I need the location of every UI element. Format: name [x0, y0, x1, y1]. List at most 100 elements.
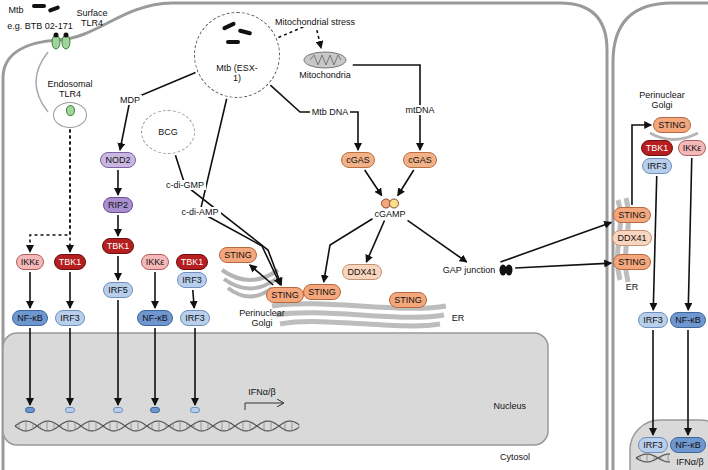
dna-strand [636, 454, 670, 462]
signal-arrow [30, 130, 70, 253]
edge-label: Mtb DNA [310, 107, 351, 117]
gap-junction-icon [499, 264, 513, 276]
node-text: NF-κB [675, 315, 701, 325]
annotation-label: ER [626, 282, 639, 292]
node-text: TBK1 [181, 257, 204, 267]
dna-rung [236, 425, 237, 427]
transcription-factor: IRF3 [65, 407, 75, 413]
signal-arrow [69, 130, 71, 253]
node-text: TBK1 [59, 257, 82, 267]
signal-arrow [687, 330, 689, 435]
dna-rung [201, 421, 202, 431]
dna-rung [138, 421, 139, 431]
er-membrane [280, 322, 440, 326]
node-text: IRF3 [643, 315, 663, 325]
dna-rung [173, 423, 174, 428]
sensor-ellipse: cGAS [403, 152, 437, 168]
sting-dimer: STING [219, 247, 257, 263]
kinase-ellipse: TBK1 [641, 140, 674, 156]
dna-rung [47, 421, 48, 431]
dna-rung [243, 421, 244, 430]
dna-rung [264, 422, 265, 430]
node-text: IKKε [21, 257, 40, 267]
node-text: NF-κB [675, 440, 701, 450]
transcription-factor: IRF3 [55, 310, 85, 326]
transcription-factor: NF-κB [12, 310, 48, 326]
annotation-label: Perinuclear Golgi [234, 308, 290, 328]
signal-arrow [154, 272, 156, 308]
sensor-ellipse: DDX41 [342, 264, 381, 280]
dna-rung [82, 425, 83, 426]
dna-rung [640, 456, 641, 460]
signal-arrow [120, 72, 196, 150]
dna-rung [285, 422, 286, 430]
signal-arrow [652, 330, 654, 435]
connexon [506, 265, 513, 276]
signal-arrow [366, 221, 384, 263]
dna-strand [15, 421, 299, 431]
signal-arrow [408, 220, 467, 262]
signal-arrow [69, 272, 71, 308]
transcription-factor: IRF3 [638, 312, 668, 328]
dna-rung [187, 423, 188, 428]
endosome: Endosomal TLR4 [45, 79, 95, 128]
dna-rung [110, 422, 111, 430]
kinase-ellipse: IKKε [678, 140, 707, 156]
kinase-ellipse: TBK1 [176, 254, 209, 270]
node-text: cGAS [346, 155, 370, 165]
mtb-bacterium [48, 5, 61, 13]
dna-rung [68, 421, 69, 431]
annotation-label: e.g. BTB 02-171 [7, 21, 73, 31]
node-text: STING [618, 210, 646, 220]
dna-rung [19, 423, 20, 428]
signal-arrow [29, 272, 31, 308]
node-text: IRF3 [647, 161, 667, 171]
signal-arrow [193, 290, 194, 308]
kinase-ellipse: TBK1 [102, 238, 135, 254]
dna-rung [654, 456, 655, 460]
annotation-label: Mtb [8, 5, 23, 15]
tlr4-receptor [66, 105, 75, 116]
gene-arrow [245, 403, 283, 410]
edge-label: mtDNA [404, 105, 437, 115]
signal-arrow [117, 215, 119, 236]
sting-dimer: STING [613, 254, 651, 270]
sting-dimer: STING [389, 292, 427, 308]
dna-rung [668, 454, 669, 462]
node-text: GAP junction [443, 265, 495, 275]
node-text: IKKε [146, 257, 165, 267]
second-messenger: cGAMP [374, 198, 405, 219]
node-text: STING [308, 287, 336, 297]
signal-arrow [69, 328, 71, 405]
dna-rung [54, 423, 55, 430]
phagosome-circle: Mtb (ESX-1) [194, 12, 280, 98]
dna-rung [75, 422, 76, 430]
node-text: STING [618, 257, 646, 267]
node-text: DDX41 [347, 267, 376, 277]
connexon [500, 265, 507, 276]
edge-label: c-di-AMP [179, 207, 220, 217]
dna-rung [26, 421, 27, 431]
dna-rung [222, 421, 223, 431]
signal-arrow [270, 85, 358, 150]
ligand-dot [54, 33, 59, 38]
mitochondrion: Mitochondria [299, 50, 351, 80]
kinase-ellipse: IKKε [141, 254, 170, 270]
dna-rung [271, 421, 272, 430]
mtb-bacterium [222, 21, 236, 31]
signal-arrow [688, 158, 692, 310]
edge-label: MDP [118, 95, 142, 105]
dna-rung [96, 422, 97, 430]
node-text: DDX41 [617, 233, 646, 243]
annotation-label: Cytosol [500, 452, 530, 462]
dna-strand [636, 454, 670, 462]
node-text: IRF3 [182, 275, 202, 285]
signal-arrow [117, 256, 119, 280]
transcription-factor: NF-κB [670, 312, 706, 328]
signal-arrow [117, 170, 119, 195]
kinase-ellipse: IKKε [16, 254, 45, 270]
node-text: IRF5 [108, 285, 128, 295]
transcription-factor: NF-κB [25, 407, 35, 413]
transcription-factor: NF-κB [137, 310, 173, 326]
transcription-factor: IRF3 [180, 310, 210, 326]
